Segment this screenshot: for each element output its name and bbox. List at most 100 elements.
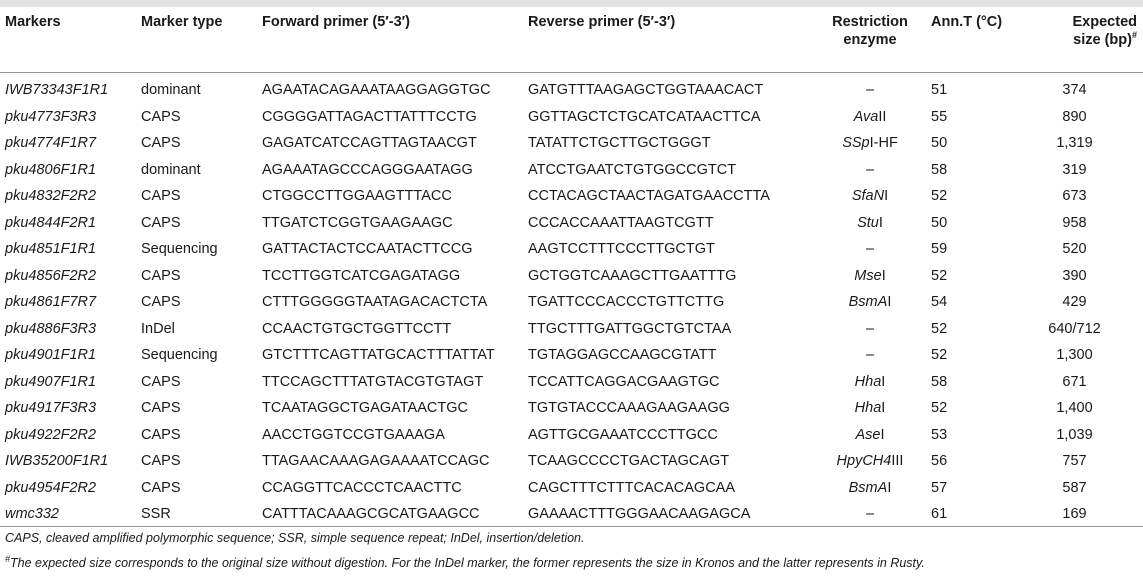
cell-expected-size: 374 [1062, 82, 1087, 98]
enzyme-italic-part: Hha [854, 373, 882, 390]
cell-reverse-primer: CCCACCAAATTAAGTCGTT [528, 214, 714, 231]
enzyme-suffix: I [881, 373, 886, 390]
footnote-mark: # [5, 553, 11, 564]
cell-reverse-primer: GAAAACTTTGGGAACAAGAGCA [528, 506, 751, 522]
cell-reverse-primer: AGTTGCGAAATCCCTTGCC [528, 426, 718, 443]
cell-marker: pku4806F1R1 [5, 161, 97, 178]
cell-expected-size: 673 [1062, 188, 1087, 204]
cell-forward-primer: CCAACTGTGCTGGTTCCTT [262, 320, 452, 337]
enzyme-suffix: – [865, 320, 875, 337]
cell-annealing-temp: 52 [931, 400, 948, 416]
cell-forward-primer: AACCTGGTCCGTGAAAGA [262, 426, 445, 443]
enzyme-suffix: I [881, 400, 886, 416]
header-restriction-line1: Restriction [832, 14, 908, 30]
cell-expected-size: 640/712 [1048, 320, 1101, 337]
cell-marker: wmc332 [5, 506, 59, 522]
cell-forward-primer: CTTTGGGGGTAATAGACACTCTA [262, 294, 488, 310]
cell-restriction-enzyme: – [818, 77, 922, 104]
enzyme-italic-part: Ava [853, 108, 879, 125]
cell-marker: pku4844F2R1 [5, 214, 97, 231]
cell-marker: pku4886F3R3 [5, 320, 97, 337]
cell-expected-size: 587 [1062, 479, 1087, 496]
cell-annealing-temp: 56 [931, 453, 948, 469]
cell-forward-primer: AGAATACAGAAATAAGGAGGTGC [262, 82, 491, 98]
enzyme-suffix: – [865, 82, 875, 98]
cell-restriction-enzyme: HhaI [818, 395, 922, 422]
cell-marker-type: CAPS [141, 267, 181, 284]
header-restriction-enzyme: Restriction enzyme [818, 13, 922, 53]
cell-annealing-temp: 54 [931, 294, 948, 310]
header-ann-t: Ann.T (°C) [931, 14, 1003, 30]
header-markers: Markers [5, 14, 61, 30]
cell-annealing-temp: 50 [931, 214, 948, 231]
cell-expected-size: 319 [1062, 161, 1087, 178]
header-expected-line1: Expected [1072, 14, 1137, 30]
enzyme-italic-part: HpyCH4 [836, 453, 892, 469]
cell-restriction-enzyme: BsmAI [818, 289, 922, 316]
cell-annealing-temp: 58 [931, 161, 948, 178]
cell-restriction-enzyme: MseI [818, 263, 922, 290]
cell-forward-primer: TCAATAGGCTGAGATAACTGC [262, 400, 468, 416]
enzyme-italic-part: BsmA [848, 294, 888, 310]
cell-reverse-primer: TCAAGCCCCTGACTAGCAGT [528, 453, 730, 469]
cell-marker: pku4861F7R7 [5, 294, 97, 310]
cell-annealing-temp: 55 [931, 108, 948, 125]
cell-restriction-enzyme: HhaI [818, 369, 922, 396]
header-restriction-line2: enzyme [843, 32, 897, 48]
cell-forward-primer: CTGGCCTTGGAAGTTTACC [262, 188, 452, 204]
cell-forward-primer: TTGATCTCGGTGAAGAAGC [262, 214, 453, 231]
cell-reverse-primer: CAGCTTTCTTTCACACAGCAA [528, 479, 736, 496]
enzyme-suffix: I [884, 188, 889, 204]
cell-annealing-temp: 50 [931, 135, 948, 151]
cell-marker: IWB35200F1R1 [5, 453, 109, 469]
cell-marker: pku4773F3R3 [5, 108, 97, 125]
cell-reverse-primer: AAGTCCTTTCCCTTGCTGT [528, 241, 715, 257]
cell-reverse-primer: GGTTAGCTCTGCATCATAACTTCA [528, 108, 761, 125]
enzyme-suffix: I-HF [869, 135, 898, 151]
enzyme-italic-part: Hha [854, 400, 882, 416]
cell-expected-size: 890 [1062, 108, 1087, 125]
cell-marker: pku4851F1R1 [5, 241, 97, 257]
cell-marker-type: CAPS [141, 426, 181, 443]
cell-marker: pku4907F1R1 [5, 373, 97, 390]
cell-restriction-enzyme: – [818, 316, 922, 343]
cell-annealing-temp: 57 [931, 479, 948, 496]
header-forward-primer: Forward primer (5′-3′) [262, 14, 410, 30]
cell-restriction-enzyme: AseI [818, 422, 922, 449]
enzyme-italic-part: Stu [857, 214, 879, 231]
cell-marker: pku4856F2R2 [5, 267, 97, 284]
cell-expected-size: 429 [1062, 294, 1087, 310]
cell-expected-size: 1,039 [1056, 426, 1093, 443]
enzyme-italic-part: SSp [842, 135, 870, 151]
cell-restriction-enzyme: BsmAI [818, 475, 922, 502]
cell-annealing-temp: 58 [931, 373, 948, 390]
cell-expected-size: 390 [1062, 267, 1087, 284]
cell-marker: IWB73343F1R1 [5, 82, 109, 98]
cell-reverse-primer: TATATTCTGCTTGCTGGGT [528, 135, 711, 151]
cell-expected-size: 1,300 [1056, 347, 1093, 363]
cell-annealing-temp: 52 [931, 267, 948, 284]
cell-reverse-primer: TCCATTCAGGACGAAGTGC [528, 373, 720, 390]
cell-expected-size: 671 [1062, 373, 1087, 390]
cell-marker-type: SSR [141, 506, 171, 522]
cell-marker-type: InDel [141, 320, 175, 337]
cell-annealing-temp: 52 [931, 320, 948, 337]
cell-expected-size: 169 [1062, 506, 1087, 522]
cell-marker: pku4954F2R2 [5, 479, 97, 496]
cell-forward-primer: GAGATCATCCAGTTAGTAACGT [262, 135, 477, 151]
header-expected-mark: # [1131, 30, 1137, 41]
cell-expected-size: 757 [1062, 453, 1087, 469]
header-divider [0, 72, 1143, 73]
cell-restriction-enzyme: StuI [818, 210, 922, 237]
cell-reverse-primer: TGTGTACCCAAAGAAGAAGG [528, 400, 730, 416]
cell-marker: pku4922F2R2 [5, 426, 97, 443]
cell-forward-primer: TCCTTGGTCATCGAGATAGG [262, 267, 461, 284]
